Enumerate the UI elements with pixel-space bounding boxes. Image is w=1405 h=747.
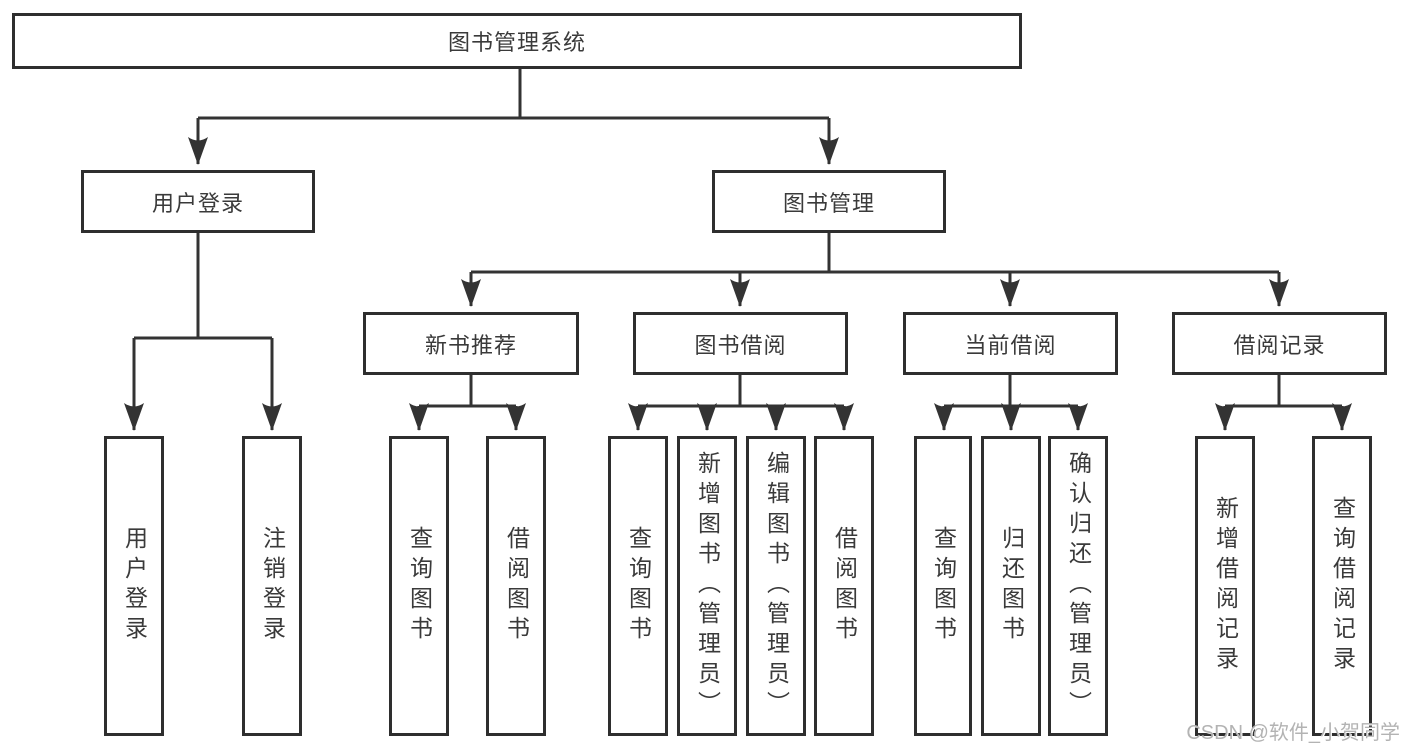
node-borrow-record: 借阅记录 bbox=[1172, 312, 1387, 375]
node-label: 归还图书 bbox=[998, 526, 1025, 646]
node-leaf-confirm-return-admin: 确认归还（管理员） bbox=[1048, 436, 1108, 736]
node-label: 注销登录 bbox=[259, 526, 286, 646]
node-label: 查询图书 bbox=[930, 526, 957, 646]
node-label: 借阅图书 bbox=[503, 526, 530, 646]
edges-borrow-record-subtree bbox=[1215, 375, 1352, 431]
node-label: 编辑图书（管理员） bbox=[763, 451, 790, 721]
node-label: 图书管理 bbox=[782, 190, 875, 216]
node-leaf-query-borrow-record: 查询借阅记录 bbox=[1312, 436, 1372, 736]
node-new-book-recommend: 新书推荐 bbox=[363, 312, 579, 375]
node-label: 借阅图书 bbox=[831, 526, 858, 646]
edges-user-login-subtree bbox=[124, 233, 282, 431]
watermark: CSDN @软件_小贺同学 bbox=[1186, 722, 1400, 744]
node-label: 新增借阅记录 bbox=[1212, 496, 1239, 676]
node-label: 借阅记录 bbox=[1233, 332, 1326, 358]
node-current-borrow: 当前借阅 bbox=[903, 312, 1118, 375]
edges-current-borrow-subtree bbox=[934, 375, 1088, 431]
edges-root-to-level2 bbox=[188, 69, 839, 165]
node-label: 图书管理系统 bbox=[447, 30, 586, 55]
node-leaf-return-book: 归还图书 bbox=[981, 436, 1041, 736]
node-leaf-query-book-current: 查询图书 bbox=[914, 436, 972, 736]
node-leaf-logout: 注销登录 bbox=[242, 436, 302, 736]
node-book-borrow: 图书借阅 bbox=[633, 312, 848, 375]
edges-book-borrow-subtree bbox=[628, 375, 854, 431]
node-leaf-user-login: 用户登录 bbox=[104, 436, 164, 736]
node-leaf-borrow-book: 借阅图书 bbox=[814, 436, 874, 736]
node-label: 图书借阅 bbox=[694, 332, 787, 358]
edges-new-book-subtree bbox=[409, 375, 526, 431]
node-leaf-edit-book-admin: 编辑图书（管理员） bbox=[746, 436, 806, 736]
node-leaf-add-book-admin: 新增图书（管理员） bbox=[677, 436, 737, 736]
node-label: 查询图书 bbox=[625, 526, 652, 646]
node-system-root: 图书管理系统 bbox=[12, 13, 1022, 69]
node-label: 用户登录 bbox=[151, 190, 244, 216]
edges-book-mgmt-to-level3 bbox=[461, 233, 1289, 307]
node-label: 查询借阅记录 bbox=[1329, 496, 1356, 676]
node-label: 新书推荐 bbox=[424, 332, 517, 358]
node-label: 用户登录 bbox=[121, 526, 148, 646]
node-leaf-borrow-book-recommend: 借阅图书 bbox=[486, 436, 546, 736]
node-label: 确认归还（管理员） bbox=[1065, 451, 1092, 721]
node-leaf-query-book-borrow: 查询图书 bbox=[608, 436, 668, 736]
node-label: 新增图书（管理员） bbox=[694, 451, 721, 721]
node-leaf-query-book-recommend: 查询图书 bbox=[389, 436, 449, 736]
node-book-management: 图书管理 bbox=[712, 170, 946, 233]
node-label: 查询图书 bbox=[406, 526, 433, 646]
node-leaf-add-borrow-record: 新增借阅记录 bbox=[1195, 436, 1255, 736]
node-user-login: 用户登录 bbox=[81, 170, 315, 233]
node-label: 当前借阅 bbox=[964, 332, 1057, 358]
